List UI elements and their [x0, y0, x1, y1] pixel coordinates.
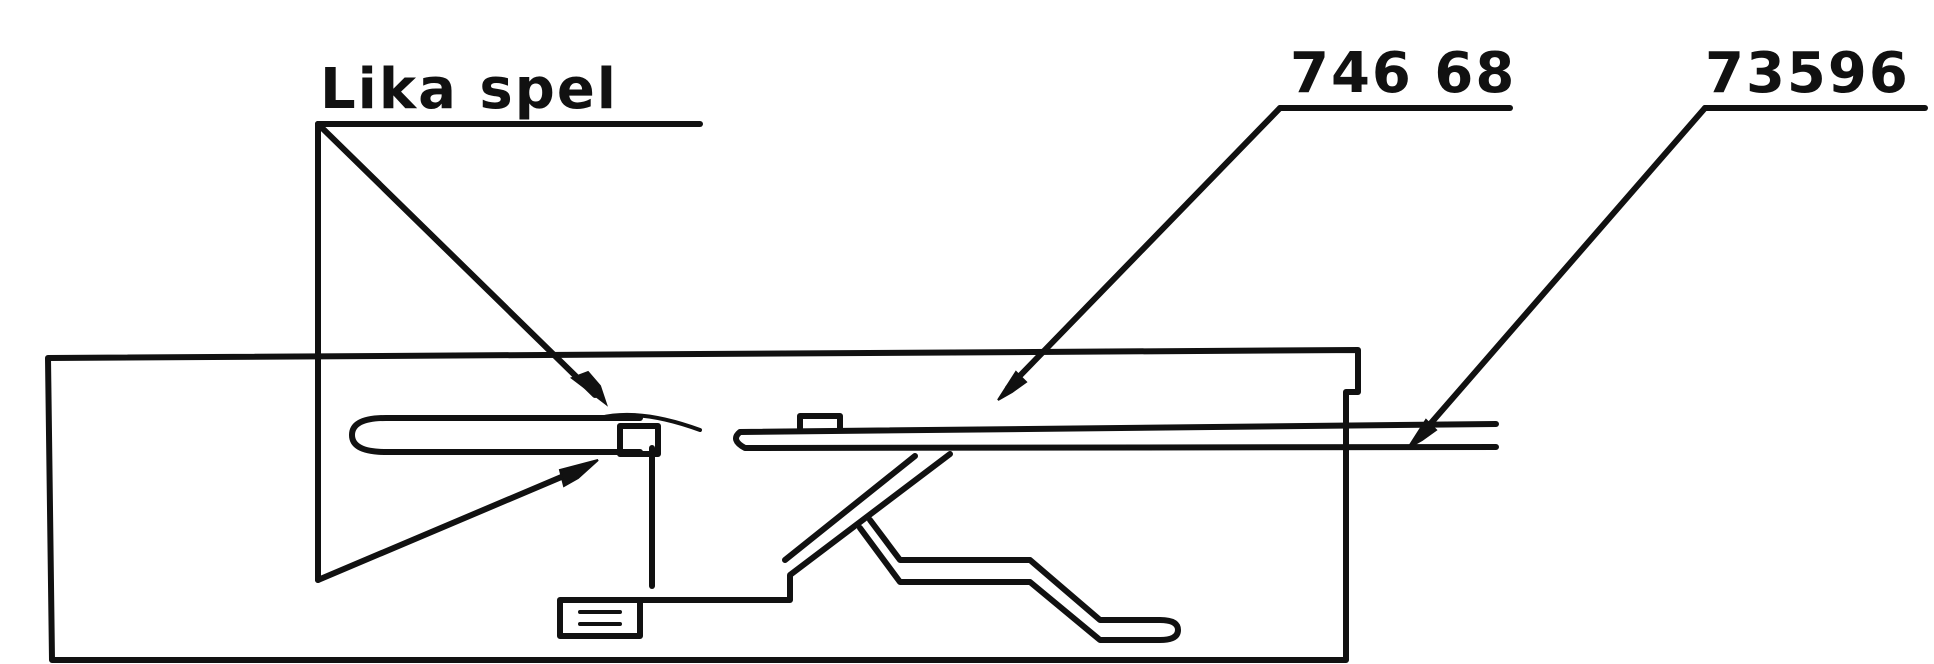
lever-arm-inner — [782, 453, 918, 563]
label-part-74668: 746 68 — [1290, 41, 1516, 106]
leader-lika-spel-lower — [315, 464, 588, 583]
rod-73596 — [733, 421, 1499, 451]
spring-clip-loop — [349, 415, 643, 455]
lever-arm — [627, 451, 953, 603]
lever-74668 — [557, 413, 953, 639]
arrowhead-part-74668 — [997, 370, 1028, 401]
arrowhead-lika-spel-lower — [558, 459, 599, 488]
housing-outline — [45, 347, 1361, 663]
label-part-73596: 73596 — [1705, 41, 1910, 106]
leader-lines — [315, 105, 1708, 583]
bent-strip — [857, 517, 1181, 643]
foot-plate-detail — [578, 610, 622, 626]
foot-plate — [557, 597, 643, 639]
pivot-block — [617, 423, 661, 457]
label-lika-spel: Lika spel — [320, 57, 618, 122]
leader-lika-spel-upper — [315, 121, 598, 398]
arrowhead-lika-spel-upper — [569, 370, 608, 407]
bent-strip-outline — [857, 517, 1181, 643]
rod-73596-outline — [733, 421, 1499, 451]
housing — [45, 347, 1361, 663]
spring-clip — [349, 412, 702, 455]
arrowheads — [558, 370, 1438, 488]
leader-part-74668 — [1005, 105, 1283, 391]
spring-clip-tip — [598, 412, 702, 432]
leader-part-73596 — [1415, 105, 1708, 441]
top-tab — [797, 413, 843, 431]
